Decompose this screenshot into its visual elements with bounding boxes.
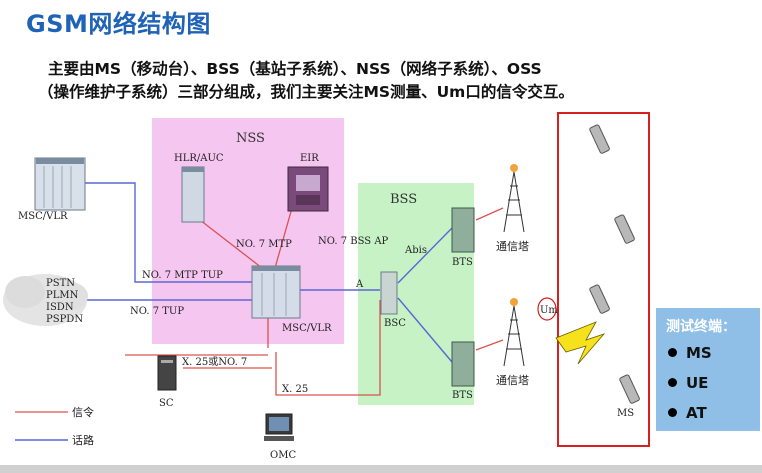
signal-line-bts-tower-bottom: [475, 339, 504, 351]
label-sc: SC: [159, 398, 174, 409]
signal-line-omc: [275, 315, 381, 396]
label-msc-vlr-left: MSC/VLR: [18, 211, 68, 222]
lightning-icon: [555, 321, 606, 365]
phone-icon-1: [589, 124, 610, 154]
nss-label: NSS: [236, 131, 265, 146]
legend-signal-label: 信令: [72, 405, 94, 419]
bullet-icon: [668, 348, 677, 357]
sc-icon: [157, 355, 177, 391]
msc-vlr-center-icon: [251, 265, 301, 319]
signal-line-bts-tower-top: [475, 207, 504, 221]
label-no7-bss-ap: NO. 7 BSS AP: [318, 236, 389, 247]
test-terminal-item: UE: [668, 374, 708, 392]
cloud-label-2: ISDN: [46, 302, 74, 313]
cloud-label-3: PSPDN: [46, 314, 83, 325]
signal-line-hlr: [199, 219, 263, 269]
bts-bottom-icon: [451, 341, 475, 387]
bss-label: BSS: [390, 192, 417, 207]
label-no7-mtp: NO. 7 MTP: [236, 239, 292, 250]
cloud-label-0: PSTN: [46, 278, 75, 289]
voice-line-bsc-bts-top: [397, 227, 453, 284]
nss-region: [152, 118, 344, 344]
label-um: Um: [540, 305, 558, 316]
test-terminal-title: 测试终端：: [666, 319, 736, 335]
label-a: A: [355, 279, 364, 290]
bullet-icon: [668, 378, 677, 387]
label-abis: Abis: [404, 245, 427, 256]
bsc-icon: [380, 271, 398, 315]
omc-icon: [264, 413, 294, 441]
hlr-auc-icon: [181, 166, 205, 223]
voice-line-msc-left: [84, 182, 254, 283]
label-omc: OMC: [270, 450, 296, 461]
label-x25-or-no7: X. 25或NO. 7: [182, 356, 247, 368]
um-circle: [537, 297, 557, 321]
phone-icon-3: [589, 284, 610, 314]
page-title: GSM网络结构图: [26, 10, 211, 38]
label-bts-top: BTS: [452, 257, 473, 268]
intro-line-1: 主要由MS（移动台）、BSS（基站子系统）、NSS（网络子系统）、OSS: [48, 60, 542, 78]
bts-top-icon: [451, 207, 475, 253]
label-bts-bottom: BTS: [452, 390, 473, 401]
label-msc-vlr-center: MSC/VLR: [282, 323, 332, 334]
legend-voice-label: 话路: [72, 434, 94, 447]
phone-icon-2: [614, 214, 635, 244]
label-ms: MS: [617, 408, 634, 419]
label-hlr-auc: HLR/AUC: [174, 153, 224, 164]
label-bsc: BSC: [384, 318, 406, 329]
cloud-label-1: PLMN: [46, 290, 79, 301]
test-terminal-item: MS: [668, 344, 712, 362]
label-x25: X. 25: [282, 384, 308, 395]
pstn-cloud-icon: [3, 274, 88, 326]
signal-line-eir: [274, 207, 293, 269]
tower-top-icon: [503, 164, 525, 233]
label-tower-top: 通信塔: [496, 240, 529, 253]
eir-icon: [287, 166, 329, 212]
bottom-bar: [0, 465, 762, 473]
test-terminal-item: AT: [668, 404, 707, 422]
label-no7-tup: NO. 7 TUP: [130, 306, 184, 317]
msc-vlr-left-icon: [34, 157, 86, 211]
label-tower-bottom: 通信塔: [496, 374, 529, 387]
label-eir: EIR: [300, 153, 319, 164]
label-no7-mtp-tup: NO. 7 MTP TUP: [142, 270, 223, 281]
phone-icon-4: [619, 374, 640, 404]
voice-line-bsc-bts-bottom: [397, 297, 453, 363]
bullet-icon: [668, 408, 677, 417]
tower-bottom-icon: [503, 298, 525, 367]
test-terminal-box: 测试终端： MS UE AT: [656, 308, 760, 431]
intro-line-2: （操作维护子系统）三部分组成，我们主要关注MS测量、Um口的信令交互。: [38, 83, 574, 101]
ms-frame: [557, 112, 650, 447]
